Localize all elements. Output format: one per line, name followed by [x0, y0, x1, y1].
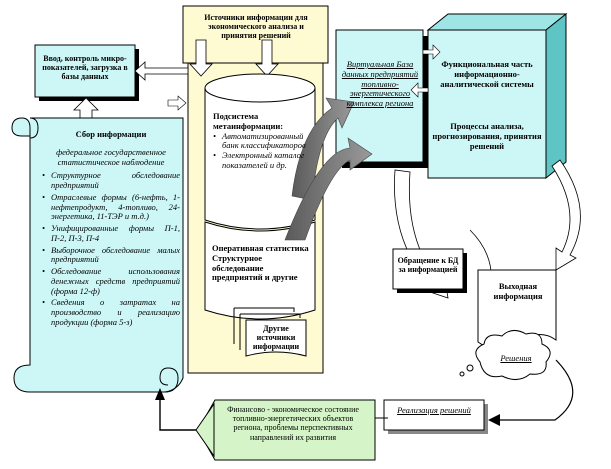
- cycle-arrow-right: [551, 159, 581, 271]
- meta-cylinder-top: [204, 73, 316, 103]
- list-item: Электронный каталог показателей и др.: [213, 150, 311, 171]
- list-item: Отраслевые формы (6-нефть, 1-нефтепродук…: [42, 192, 180, 222]
- collection-list: Структурное обследование предприятий Отр…: [42, 171, 180, 327]
- virtual-db-label: Виртуальная База данных предприятий топл…: [341, 59, 419, 109]
- implementation-box: [383, 399, 485, 431]
- collection-title: Сбор информации: [75, 129, 147, 139]
- arrow-to-input: [134, 61, 189, 81]
- list-item: Структурное обследование предприятий: [42, 171, 180, 191]
- decisions-cloud: [475, 330, 551, 380]
- decisions-label: Решения: [500, 353, 532, 363]
- cube-front: [427, 29, 547, 179]
- return-arrow-right: [498, 359, 574, 421]
- db-query-box: [392, 248, 464, 290]
- arrow-finance-up: [159, 395, 196, 431]
- cycle-arrow: [394, 169, 449, 299]
- finance-label: Финансово - экономическое состояние топл…: [227, 405, 359, 442]
- list-item: Унифицированные формы П-1, П-2, П-3, П-4: [42, 223, 180, 244]
- arrow-db-to-cube: [422, 44, 441, 60]
- other-sources-label: Другие источники информации: [252, 324, 300, 352]
- dark-arrow-operative: [284, 137, 373, 241]
- implementation-label: Реализация решений: [397, 405, 471, 415]
- list-item: Обследование использования денежных сред…: [42, 266, 180, 296]
- collection-panel: Сбор информации федеральное государствен…: [42, 129, 180, 330]
- header-arrow-down: [189, 39, 213, 77]
- operative-label: Оперативная статистика Структурное обсле…: [212, 243, 309, 283]
- operative-cylinder-body: [204, 221, 316, 320]
- cube-side: [545, 12, 567, 180]
- functional-processes: Процессы анализа, прогнозирования, приня…: [432, 121, 542, 151]
- meta-title: Подсистема метаинформации:: [213, 111, 284, 131]
- cube-top: [426, 13, 568, 31]
- scroll-arrow-right: [167, 95, 187, 111]
- functional-title: Функциональная часть информационно-анали…: [440, 59, 534, 89]
- input-label: Ввод, контроль микро-показателей, загруз…: [42, 54, 128, 82]
- arrow-cube-to-db: [410, 82, 429, 98]
- input-box: [34, 44, 136, 98]
- other-sources-docs: [245, 319, 307, 357]
- list-item: Сведения о затратах на производство и ре…: [42, 298, 180, 327]
- list-item: Выборочное обследование малых предприяти…: [42, 245, 180, 266]
- meta-list: Автоматизированный банк классификаторов …: [213, 131, 311, 171]
- sources-label: Источники информации для экономического …: [204, 13, 308, 41]
- collection-intro: федеральное государственное статистическ…: [56, 146, 166, 167]
- header-arrow-down: [255, 39, 279, 77]
- db-query-label: Обращение к БД за информацией: [397, 256, 459, 275]
- sources-header-box: [182, 5, 329, 64]
- meta-subsystem: Подсистема метаинформации: Автоматизиров…: [213, 111, 311, 171]
- list-item: Автоматизированный банк классификаторов: [213, 131, 311, 152]
- output-info-label: Выходная информация: [493, 281, 543, 301]
